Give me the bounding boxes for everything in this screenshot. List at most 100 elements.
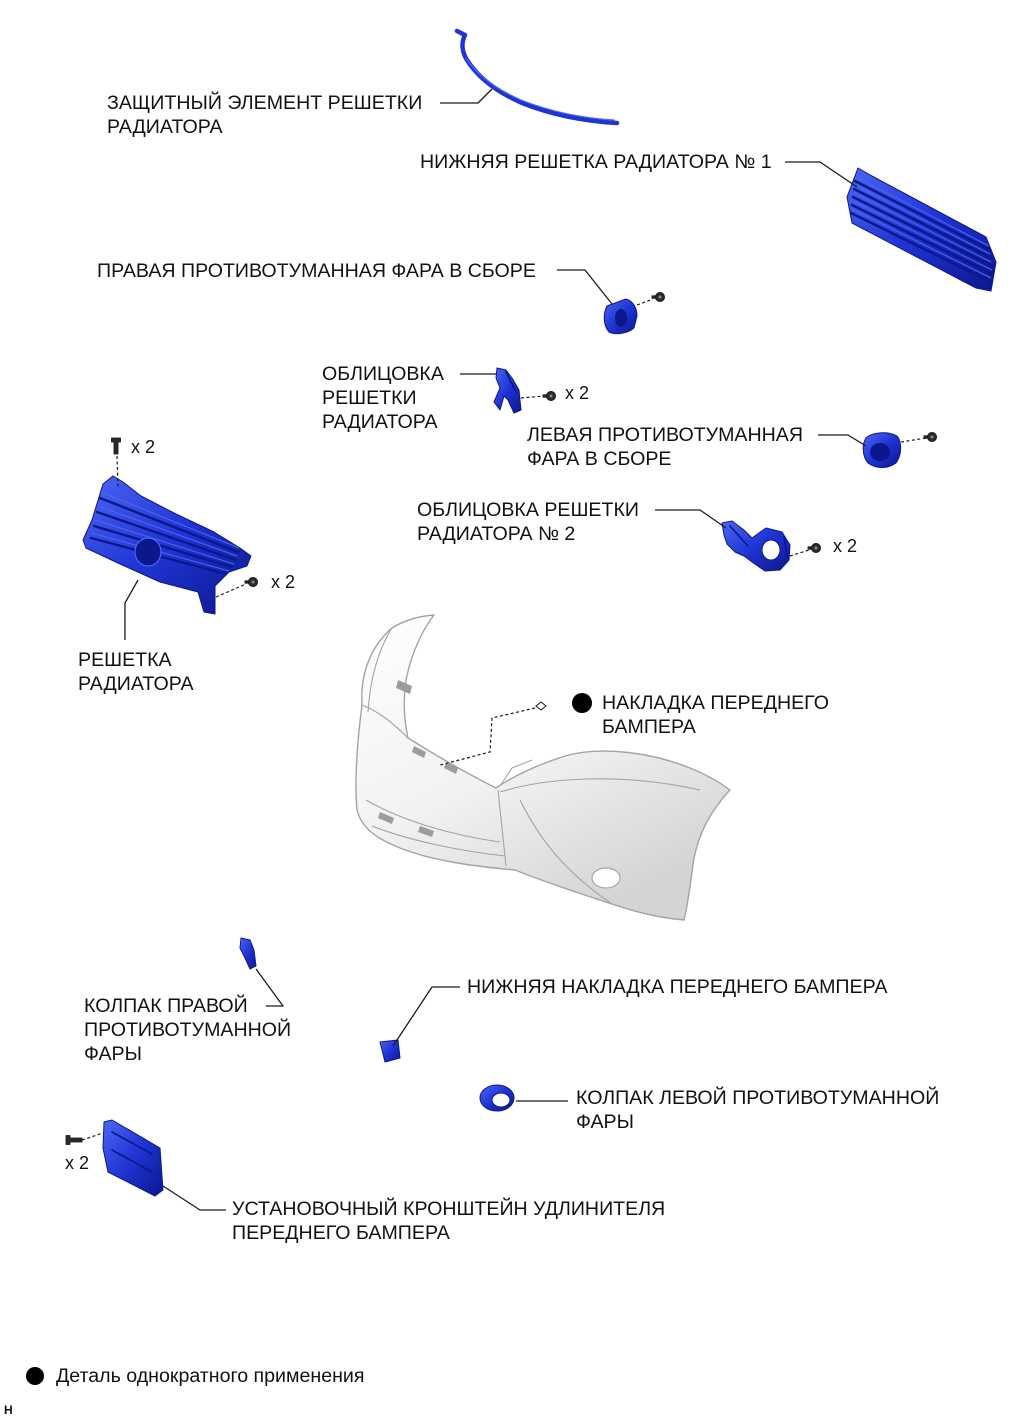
leader-line <box>557 269 613 305</box>
label-grille-molding: ОБЛИЦОВКА РЕШЕТКИ РАДИАТОРА <box>322 362 444 434</box>
grille-emblem <box>134 537 162 567</box>
label-line: УСТАНОВОЧНЫЙ КРОНШТЕЙН УДЛИНИТЕЛЯ <box>232 1198 666 1220</box>
label-line: РАДИАТОРА № 2 <box>417 523 576 545</box>
bumper-slot <box>378 812 394 824</box>
label-line: НИЖНЯЯ НАКЛАДКА ПЕРЕДНЕГО БАМПЕРА <box>467 976 888 998</box>
label-line: ОБЛИЦОВКА <box>322 363 444 385</box>
label-line: ФАРА В СБОРЕ <box>527 448 672 470</box>
clip-body <box>65 1135 83 1145</box>
screw-recess <box>658 295 662 299</box>
lower-bumper-cover-part <box>379 1039 401 1063</box>
label-right-fog-lamp: ПРАВАЯ ПРОТИВОТУМАННАЯ ФАРА В СБОРЕ <box>97 259 536 283</box>
grille-protector-part <box>454 28 620 126</box>
grille-molding-part <box>493 367 522 414</box>
quantity-grille-molding-screws: x 2 <box>565 383 590 403</box>
extension-bracket-part <box>102 1119 164 1197</box>
right-fog-cover <box>239 937 284 1007</box>
bumper-center-division <box>497 789 507 867</box>
fastener-dashed-line <box>789 549 810 557</box>
label-right-fog-cover: КОЛПАК ПРАВОЙ ПРОТИВОТУМАННОЙ ФАРЫ <box>84 994 291 1066</box>
screw-recess <box>814 546 818 550</box>
grille-protector-highlight <box>465 57 615 121</box>
molding-edge <box>505 371 517 393</box>
label-line: ЛЕВАЯ ПРОТИВОТУМАННАЯ <box>527 424 804 446</box>
leader-line <box>124 579 139 640</box>
label-line: РЕШЕТКИ <box>322 387 417 409</box>
bumper-slot <box>418 826 434 837</box>
bumper-slot <box>396 680 412 694</box>
label-line: НАКЛАДКА ПЕРЕДНЕГО <box>602 692 829 714</box>
left-fog-cover <box>479 1084 568 1112</box>
extension-bracket <box>65 1119 226 1211</box>
screw-icon <box>542 391 556 401</box>
label-line: РАДИАТОРА <box>107 116 223 138</box>
bumper-slot <box>444 762 458 774</box>
label-line: ЗАЩИТНЫЙ ЭЛЕМЕНТ РЕШЕТКИ <box>107 92 423 114</box>
label-line: КОЛПАК ЛЕВОЙ ПРОТИВОТУМАННОЙ <box>576 1087 940 1109</box>
label-line: РАДИАТОРА <box>78 673 194 695</box>
bumper-headlamp-notch <box>499 759 533 787</box>
label-line: ПРАВАЯ ПРОТИВОТУМАННАЯ ФАРА В СБОРЕ <box>97 260 536 282</box>
label-line: РАДИАТОРА <box>322 411 438 433</box>
bumper-dashed-leader <box>439 707 536 766</box>
leader-line <box>655 509 727 529</box>
leader-line <box>440 88 493 104</box>
label-line: ОБЛИЦОВКА РЕШЕТКИ <box>417 499 639 521</box>
one-time-use-marker-icon <box>572 693 592 713</box>
molding-opening <box>761 539 781 561</box>
label-line: ПРОТИВОТУМАННОЙ <box>84 1019 292 1041</box>
grille-slats <box>89 496 240 576</box>
screw-icon <box>807 543 821 553</box>
label-line: ФАРЫ <box>576 1111 634 1133</box>
clip-body <box>111 437 121 455</box>
front-bumper-cover-part <box>355 614 731 921</box>
label-extension-bracket: УСТАНОВОЧНЫЙ КРОНШТЕЙН УДЛИНИТЕЛЯ ПЕРЕДН… <box>232 1197 665 1245</box>
screw-recess <box>930 435 934 439</box>
grille-protector <box>440 28 620 126</box>
lower-grille-1-part <box>846 167 997 292</box>
label-line: НИЖНЯЯ РЕШЕТКА РАДИАТОРА № 1 <box>420 151 772 173</box>
label-grille-protector: ЗАЩИТНЫЙ ЭЛЕМЕНТ РЕШЕТКИ РАДИАТОРА <box>107 91 422 139</box>
fog-lamp-lens <box>870 443 890 461</box>
clip-dashed-line <box>81 1132 104 1141</box>
corner-mark: H <box>4 1403 13 1417</box>
bumper-wing-edge <box>367 627 393 713</box>
label-line: ПЕРЕДНЕГО БАМПЕРА <box>232 1222 450 1244</box>
quantity-grille-molding-2-screws: x 2 <box>833 536 858 556</box>
grille-molding-2 <box>655 509 821 572</box>
screw-recess <box>549 394 553 398</box>
bumper-wing-lower-edge <box>361 704 409 739</box>
label-front-bumper-cover: НАКЛАДКА ПЕРЕДНЕГО БАМПЕРА <box>602 691 829 739</box>
fastener-dashed-line <box>520 395 545 399</box>
bumper-side-panel-edge <box>499 778 701 793</box>
fastener-dashed-line <box>215 583 247 598</box>
grille-slat-highlights <box>851 176 993 279</box>
label-grille-molding-2: ОБЛИЦОВКА РЕШЕТКИ РАДИАТОРА № 2 <box>417 498 639 546</box>
bumper-grille-lip <box>365 799 501 843</box>
grille-molding <box>460 367 556 414</box>
bumper-side-contour <box>519 799 613 905</box>
one-time-use-diamond <box>535 701 547 711</box>
bumper-fog-lamp-opening <box>591 867 621 889</box>
radiator-grille <box>82 437 258 640</box>
legend-text: Деталь однократного применения <box>56 1365 365 1387</box>
fastener-dashed-line <box>636 298 654 306</box>
bumper-lower-lip <box>371 825 506 857</box>
quantity-radiator-grille-clips: x 2 <box>131 437 156 457</box>
front-bumper-cover <box>355 614 731 921</box>
bracket-ribs <box>111 1131 153 1173</box>
leader-line <box>162 1185 226 1211</box>
label-radiator-grille: РЕШЕТКА РАДИАТОРА <box>78 648 194 696</box>
screw-icon <box>651 292 665 302</box>
label-left-fog-lamp: ЛЕВАЯ ПРОТИВОТУМАННАЯ ФАРА В СБОРЕ <box>527 423 803 471</box>
screw-icon <box>923 432 937 442</box>
grille-slat-highlights <box>91 491 240 572</box>
lower-bumper-cover <box>379 986 460 1063</box>
leader-line <box>392 986 460 1047</box>
fog-lamp-lens <box>615 309 627 327</box>
left-fog-lamp <box>818 432 937 468</box>
label-line: ФАРЫ <box>84 1043 142 1065</box>
molding-edge <box>729 525 788 557</box>
leader-line <box>255 968 284 1007</box>
leader-line <box>818 434 867 447</box>
